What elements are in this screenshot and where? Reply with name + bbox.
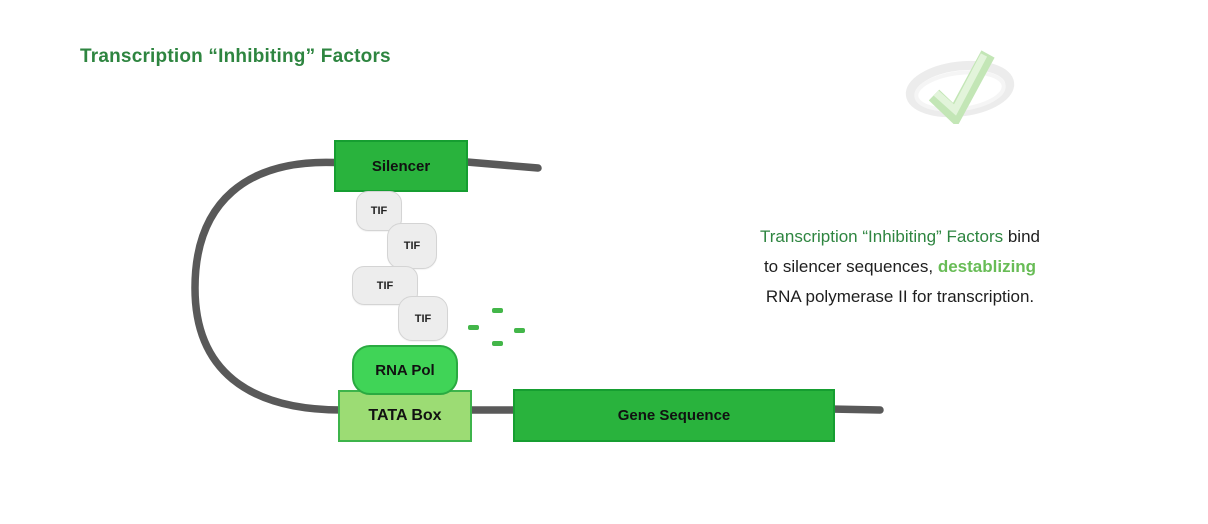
caption-line-3: RNA polymerase II for transcription. — [765, 287, 1035, 306]
dna-line-right-of-silencer — [451, 157, 542, 172]
rna-pol-box: RNA Pol — [352, 345, 458, 395]
silencer-box: Silencer — [334, 140, 468, 192]
tif-label: TIF — [403, 240, 421, 252]
silencer-label: Silencer — [371, 157, 431, 175]
repulsion-dashes — [468, 308, 525, 346]
tif-box-2: TIF — [387, 223, 437, 269]
caption-line1-highlight: Transcription “Inhibiting” Factors — [760, 227, 1004, 246]
caption-line2-highlight: destablizing — [937, 257, 1037, 276]
dna-line-right-of-gene — [826, 405, 884, 414]
tata-label: TATA Box — [368, 407, 442, 424]
dna-loop-curve — [191, 158, 349, 414]
gene-sequence-label: Gene Sequence — [617, 407, 731, 424]
caption-line-2: to silencer sequences, destablizing — [730, 252, 1070, 282]
rna-pol-label: RNA Pol — [375, 361, 435, 379]
tif-box-3: TIF — [352, 266, 418, 305]
page-title: Transcription “Inhibiting” Factors — [80, 46, 391, 67]
tif-label: TIF — [376, 279, 394, 292]
gene-sequence-box: Gene Sequence — [513, 389, 835, 442]
tif-box-1: TIF — [356, 191, 402, 231]
tif-label: TIF — [370, 205, 388, 217]
checkmark-icon — [905, 50, 1015, 124]
tata-box: TATA Box — [338, 390, 472, 442]
caption-line2-rest: to silencer sequences, — [763, 257, 938, 276]
caption-text: Transcription “Inhibiting” Factors bind … — [730, 222, 1070, 312]
caption-line1-rest: bind — [1003, 227, 1040, 246]
tif-box-4: TIF — [398, 296, 448, 341]
tif-label: TIF — [414, 312, 432, 325]
caption-line-1: Transcription “Inhibiting” Factors bind — [730, 222, 1070, 252]
